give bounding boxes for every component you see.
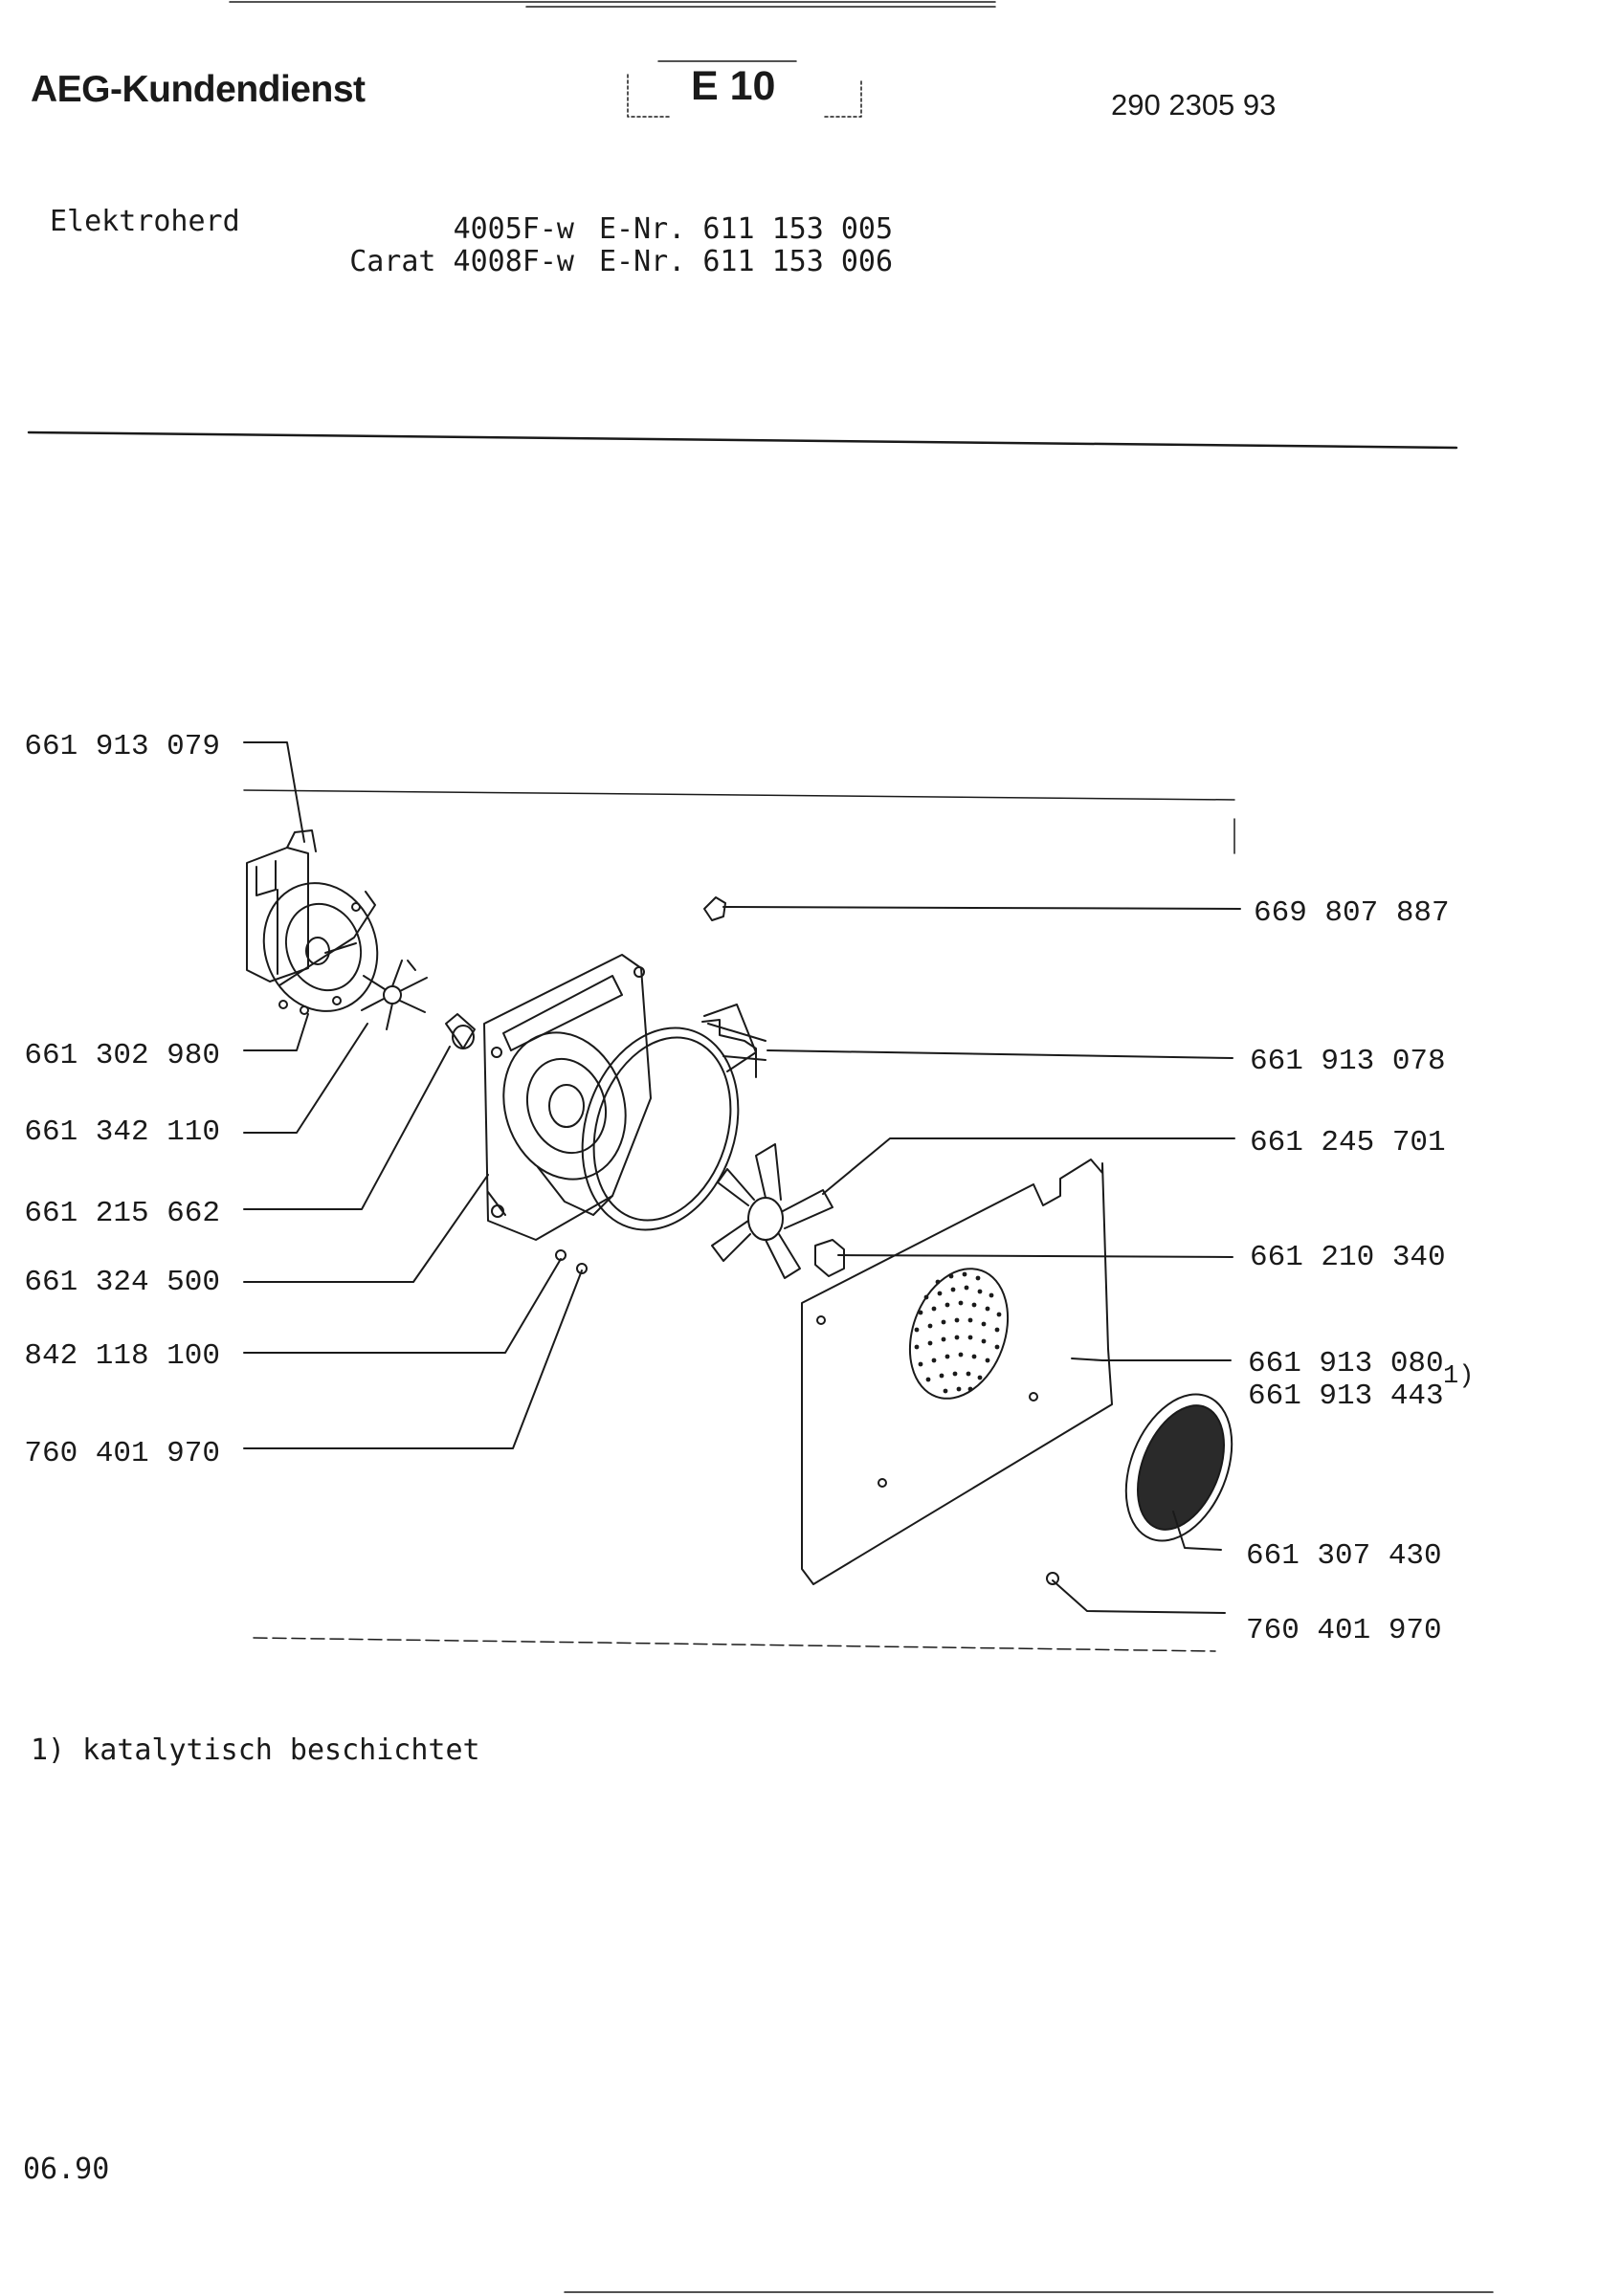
part-label: 669 807 887 [1254, 896, 1450, 930]
footnote: 1) katalytisch beschichtet [31, 1733, 480, 1767]
screw [555, 1249, 1059, 1585]
part-label: 760 401 970 [1246, 1614, 1442, 1647]
cavity-bottom-line [253, 1637, 1216, 1652]
product-type: Elektroherd [50, 205, 240, 238]
part-label: 661 302 980 [24, 1039, 220, 1072]
fan-wheel [711, 1143, 833, 1279]
revision-date: 06.90 [23, 2152, 110, 2186]
part-label: 760 401 970 [24, 1437, 220, 1470]
part-label: 661 210 340 [1250, 1241, 1446, 1274]
part-label: 661 913 079 [24, 730, 220, 763]
fan-nut [814, 1239, 845, 1277]
ring-heating-element [537, 1004, 767, 1231]
model-1: 4005F-w [453, 212, 574, 246]
lamp-clip [703, 896, 726, 921]
leader-lines [243, 741, 1241, 1614]
perforation-grid [914, 1271, 1002, 1394]
header-divider [27, 430, 1458, 450]
document-number: 290 2305 93 [1111, 88, 1277, 121]
part-label: 661 245 701 [1250, 1126, 1446, 1159]
part-label: 661 342 110 [24, 1115, 220, 1149]
catalytic-filter [1124, 1393, 1233, 1542]
part-label: 661 913 080 [1248, 1347, 1444, 1380]
sheet-number-frame [627, 60, 862, 118]
sheet-number: E 10 [691, 63, 776, 109]
motor-flange [278, 891, 376, 1015]
fan-motor [246, 829, 379, 1012]
part-label: 661 913 078 [1250, 1045, 1446, 1078]
rear-panel [801, 1159, 1113, 1585]
part-label: 661 307 430 [1246, 1539, 1442, 1573]
footnote-marker: 1) [1443, 1362, 1475, 1391]
enr-1: E-Nr. 611 153 005 [599, 212, 894, 246]
model-2: Carat 4008F-w [349, 245, 574, 278]
bushing [445, 1013, 476, 1049]
brand-title: AEG-Kundendienst [31, 69, 366, 110]
enr-2: E-Nr. 611 153 006 [599, 245, 894, 278]
part-label: 661 215 662 [24, 1197, 220, 1230]
sensor-bracket [701, 1019, 767, 1078]
cavity-top-line [243, 789, 1235, 801]
part-label: 661 913 443 [1248, 1380, 1444, 1413]
cooling-impeller [361, 960, 428, 1030]
rear-wall-frame [483, 954, 652, 1241]
part-label: 842 118 100 [24, 1339, 220, 1373]
part-label: 661 324 500 [24, 1266, 220, 1299]
